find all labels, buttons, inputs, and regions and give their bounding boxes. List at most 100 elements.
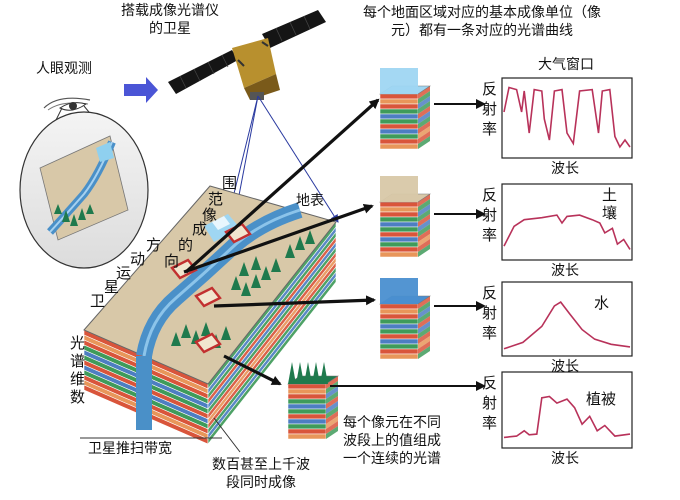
stack-cap [380, 278, 418, 304]
pixel-highlight [170, 258, 198, 280]
pixel-arrows [183, 98, 380, 386]
stack-layer [287, 423, 327, 430]
tree [251, 274, 261, 288]
stack-side [418, 111, 430, 124]
stack-layer [379, 226, 419, 233]
stack-layer [287, 403, 327, 410]
stack-layer [287, 398, 327, 405]
stack-layer [379, 333, 419, 340]
plot-ylabel-char: 反 [482, 374, 498, 392]
stack-layer [379, 108, 419, 115]
plot-ylabel-char: 射 [482, 304, 498, 322]
spectrum-curve [503, 301, 631, 350]
spatial-char: 向 [164, 252, 180, 270]
spatial-char: 星 [104, 278, 120, 296]
stack-side [326, 421, 338, 434]
stack-side [418, 326, 430, 339]
stack-layer [379, 251, 419, 258]
stack-side [418, 321, 430, 334]
human-eye-label: 人眼观测 [36, 61, 92, 77]
plot-ylabel-char: 射 [482, 394, 498, 412]
stack-side [418, 96, 430, 109]
river-highlight [142, 208, 301, 357]
plot-curve-label-char: 壤 [602, 204, 618, 222]
spectrum-curve [503, 86, 631, 149]
stack-side [418, 244, 430, 257]
plot-ylabel-char: 反 [482, 284, 498, 302]
stack-cap [380, 68, 418, 94]
stack-side [418, 301, 430, 314]
stack-side [326, 386, 338, 399]
plot-ylabel-char: 射 [482, 100, 498, 118]
plot-ylabel-char: 射 [482, 206, 498, 224]
tree [261, 266, 271, 280]
spectral-char: 数 [70, 388, 86, 406]
plot-ylabel-char: 反 [482, 186, 498, 204]
stack-side [418, 346, 430, 359]
stack-layer [379, 241, 419, 248]
stack-side [418, 116, 430, 129]
stack-layer [379, 343, 419, 350]
dimension-lines [80, 417, 241, 453]
stack-side [326, 406, 338, 419]
tree [231, 276, 241, 290]
stack-side [418, 229, 430, 242]
continuous-line1: 每个像元在不同 [343, 415, 441, 431]
stack-side [418, 331, 430, 344]
stack-side [418, 204, 430, 217]
stack-layer [379, 328, 419, 335]
stack-layer [379, 236, 419, 243]
stack-side [418, 106, 430, 119]
stack-layer [379, 313, 419, 320]
spatial-char: 范 [208, 190, 224, 208]
stack-layer [379, 118, 419, 125]
spatial-char: 方 [146, 236, 162, 254]
continuous-spectrum-label: 每个像元在不同 波段上的值组成 一个连续的光谱 [332, 414, 452, 468]
pixel-caption: 每个地面区域对应的基本成像单位（像 元）都有一条对应的光谱曲线 [332, 4, 632, 40]
stack-layer [379, 93, 419, 100]
stack-side [418, 136, 430, 149]
stack-side [326, 376, 338, 389]
eye-view-scene [19, 111, 149, 269]
plot-xlabel: 波长 [551, 161, 579, 177]
simultaneous-line2: 段同时成像 [226, 475, 296, 491]
stack-layer [379, 123, 419, 130]
stack-tree [296, 362, 304, 384]
stack-side [326, 391, 338, 404]
stack-tree [320, 362, 328, 384]
spatial-char: 的 [178, 236, 194, 254]
spatial-char: 卫 [90, 292, 106, 310]
stack-tree [312, 362, 320, 384]
spectrum-curve [503, 395, 631, 439]
spectrum-plot-box [501, 371, 633, 449]
stack-side [418, 214, 430, 227]
stack-layer [379, 323, 419, 330]
stack-side [418, 131, 430, 144]
plot-xlabel: 波长 [551, 359, 579, 375]
spectral-char: 维 [70, 370, 86, 388]
satellite-title: 搭载成像光谱仪 的卫星 [100, 2, 240, 38]
spatial-char: 围 [222, 174, 238, 192]
stack-layer [379, 133, 419, 140]
tree [285, 244, 295, 258]
stack-layer [379, 338, 419, 345]
spectrum-plots [501, 77, 633, 449]
stack-layer [287, 413, 327, 420]
stack-layer [287, 433, 327, 440]
simultaneous-imaging-label: 数百甚至上千波 段同时成像 [196, 456, 326, 492]
stack-layer [379, 348, 419, 355]
stack-layer [379, 98, 419, 105]
stack-layer [379, 206, 419, 213]
stack-side [418, 199, 430, 212]
stack-side [418, 296, 430, 309]
tree [201, 322, 211, 336]
tree [251, 256, 261, 270]
spectral-char: 谱 [70, 352, 86, 370]
eye-icon [43, 97, 91, 111]
tree [239, 262, 249, 276]
stack-layer [379, 353, 419, 360]
stack-layer [379, 221, 419, 228]
plot-ylabel-char: 率 [482, 324, 498, 342]
